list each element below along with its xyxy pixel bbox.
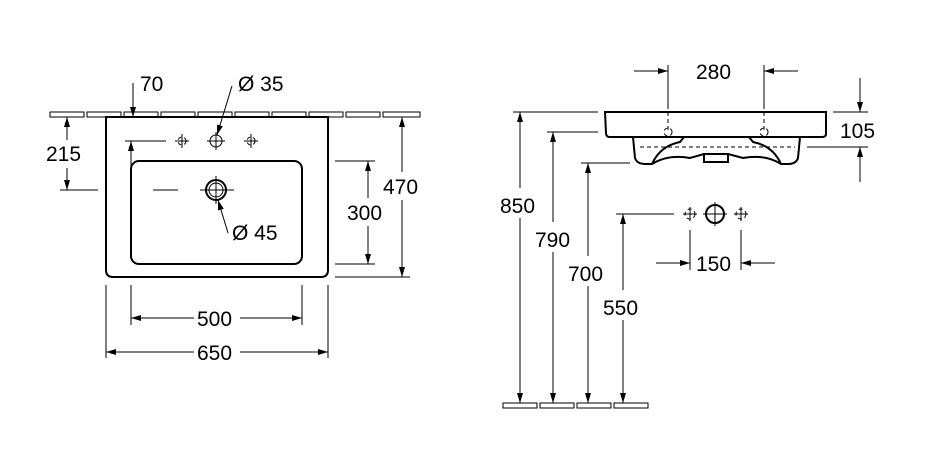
optional-tap-hole-right-icon — [244, 134, 258, 148]
basin-profile — [603, 111, 827, 138]
drain-icon — [200, 176, 234, 204]
bowl-outline — [130, 160, 303, 265]
side-view: 280 105 850 790 700 550 — [500, 61, 875, 409]
dim-drain-diameter: Ø 45 — [232, 222, 278, 245]
dim-bowl-depth: 300 — [347, 202, 382, 225]
dim-height-bottom: 700 — [568, 263, 603, 286]
dim-fixing-spacing: 280 — [696, 61, 731, 84]
dim-tap-drain-height: 215 — [46, 143, 81, 166]
dim-tap-hole-diameter: Ø 35 — [238, 73, 284, 96]
tap-hole-icon — [207, 132, 225, 150]
dim-bowl-width: 500 — [197, 308, 232, 331]
supply-hole-left-icon — [683, 207, 697, 221]
basin-body — [632, 136, 801, 165]
dim-supply-spacing: 150 — [696, 253, 731, 276]
optional-tap-hole-left-icon — [175, 134, 189, 148]
dim-height-rim-bottom: 790 — [535, 229, 570, 252]
dim-depth: 470 — [383, 176, 418, 199]
dim-height-top: 850 — [500, 195, 535, 218]
wall-tiles — [49, 111, 421, 118]
basin-outline — [105, 116, 329, 278]
supply-hole-right-icon — [734, 207, 748, 221]
floor-tiles — [502, 402, 649, 409]
front-view: 70 Ø 35 215 Ø 45 300 470 500 — [46, 73, 421, 365]
waste-hole-icon — [703, 202, 727, 226]
dim-width: 650 — [197, 342, 232, 365]
dim-height-waste: 550 — [603, 297, 638, 320]
dim-tap-offset: 70 — [140, 73, 163, 96]
dim-rim-height: 105 — [840, 120, 875, 143]
